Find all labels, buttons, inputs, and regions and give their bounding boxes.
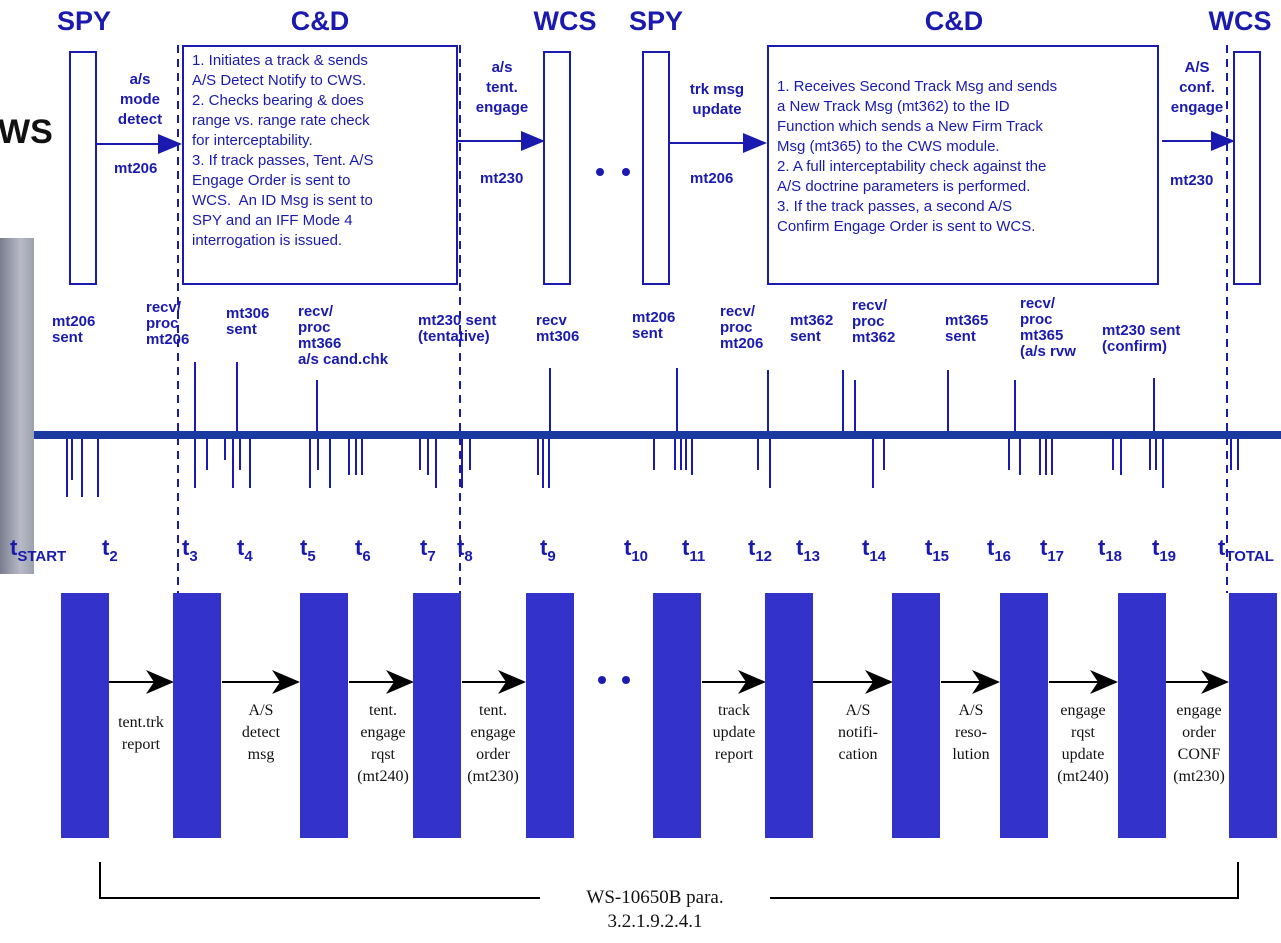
- process-bar-8: [892, 593, 940, 838]
- time-label-15: t15: [925, 535, 950, 565]
- time-label-8: t8: [457, 535, 473, 565]
- event-label-2: recv/ proc mt206: [146, 299, 190, 348]
- time-label-10: t10: [624, 535, 649, 565]
- ticks-above: [194, 362, 1155, 431]
- process-bar-3: [300, 593, 348, 838]
- process-bar-9: [1000, 593, 1048, 838]
- time-label-total: tTOTAL: [1218, 535, 1274, 565]
- event-label-6: recv mt306: [536, 312, 580, 345]
- time-label-7: t7: [420, 535, 436, 565]
- event-label-12: recv/ proc mt365 (a/s rvw: [1020, 295, 1076, 360]
- step-label-9: engage order CONF (mt230): [1173, 702, 1225, 785]
- time-label-13: t13: [796, 535, 821, 565]
- process-bar-5: [526, 593, 574, 838]
- process-bar-4: [413, 593, 461, 838]
- process-bar-10: [1118, 593, 1166, 838]
- process-bar-6: [653, 593, 701, 838]
- event-label-5: mt230 sent (tentative): [418, 312, 497, 345]
- time-label-3: t3: [182, 535, 198, 565]
- arrow-mt-2: mt230: [480, 170, 524, 187]
- event-label-7: mt206 sent: [632, 309, 676, 342]
- time-label-4: t4: [237, 535, 253, 565]
- step-label-2: A/S detect msg: [241, 702, 281, 763]
- step-label-7: A/S reso- lution: [952, 702, 990, 763]
- process-bar-1: [61, 593, 109, 838]
- step-label-3: tent. engage rqst (mt240): [357, 702, 409, 785]
- arrow-mt-4: mt230: [1170, 172, 1214, 189]
- step-label-4: tent. engage order (mt230): [467, 702, 519, 785]
- event-label-1: mt206 sent: [52, 313, 96, 346]
- step-label-6: A/S notifi- cation: [838, 702, 878, 763]
- bracket-label: WS-10650B para. 3.2.1.9.2.4.1: [586, 887, 724, 932]
- event-label-9: mt362 sent: [790, 312, 834, 345]
- header-cd-1: C&D: [290, 6, 350, 36]
- event-label-13: mt230 sent (confirm): [1102, 322, 1181, 355]
- time-label-6: t6: [355, 535, 371, 565]
- arrow-label-1: a/s mode detect: [117, 71, 163, 128]
- arrow-label-2: a/s tent. engage: [475, 59, 529, 116]
- time-label-19: t19: [1152, 535, 1177, 565]
- time-label-11: t11: [682, 535, 706, 565]
- event-label-3: mt306 sent: [226, 305, 270, 338]
- arrow-mt-3: mt206: [690, 170, 734, 187]
- time-label-16: t16: [987, 535, 1012, 565]
- header-spy-2: SPY: [628, 6, 684, 36]
- event-label-8: recv/ proc mt206: [720, 303, 764, 352]
- left-text-fragment: WS: [0, 113, 53, 151]
- time-label-9: t9: [540, 535, 556, 565]
- bracket-right: [770, 862, 1239, 899]
- time-label-18: t18: [1098, 535, 1123, 565]
- time-label-start: tSTART: [10, 535, 67, 565]
- ticks-below: [66, 439, 1239, 497]
- header-wcs-1: WCS: [533, 6, 597, 36]
- header-cd-2: C&D: [924, 6, 984, 36]
- arrow-label-3: trk msg update: [689, 81, 745, 118]
- step-label-8: engage rqst update (mt240): [1057, 702, 1109, 785]
- timeline-bar: [32, 431, 1281, 439]
- arrow-mt-1: mt206: [114, 160, 158, 177]
- time-label-14: t14: [862, 535, 887, 565]
- process-bar-11: [1229, 593, 1277, 838]
- arrow-label-4: A/S conf. engage: [1170, 59, 1224, 116]
- left-photo-fragment: [0, 238, 34, 574]
- process-bar-2: [173, 593, 221, 838]
- time-label-17: t17: [1040, 535, 1065, 565]
- wcs-lifeline-2: [1233, 51, 1261, 285]
- time-label-5: t5: [300, 535, 316, 565]
- time-label-12: t12: [748, 535, 773, 565]
- event-label-11: mt365 sent: [945, 312, 989, 345]
- bracket-left: [99, 862, 540, 899]
- step-label-1: tent.trk report: [118, 714, 164, 753]
- spy-lifeline-2: [642, 51, 670, 285]
- header-spy-1: SPY: [56, 6, 112, 36]
- wcs-lifeline-1: [543, 51, 571, 285]
- header-wcs-2: WCS: [1208, 6, 1272, 36]
- event-label-10: recv/ proc mt362: [852, 297, 896, 346]
- time-label-2: t2: [102, 535, 118, 565]
- spy-lifeline-1: [69, 51, 97, 285]
- event-label-4: recv/ proc mt366 a/s cand.chk: [298, 303, 389, 368]
- process-bar-7: [765, 593, 813, 838]
- step-label-5: track update report: [712, 702, 756, 763]
